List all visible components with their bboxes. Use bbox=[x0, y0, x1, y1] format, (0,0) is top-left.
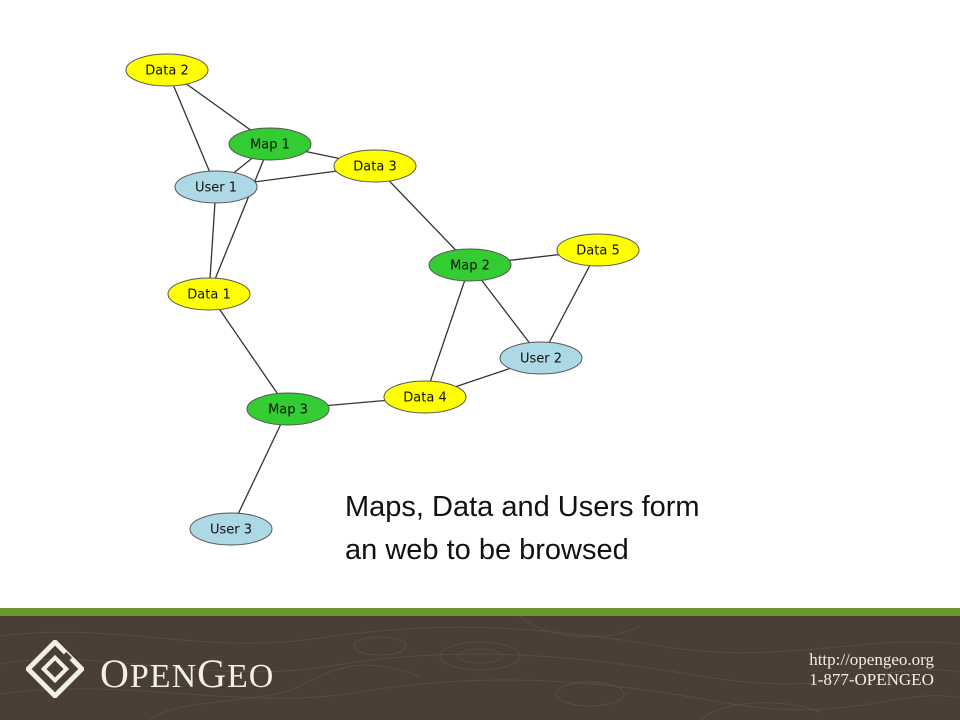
node-user2: User 2 bbox=[499, 341, 583, 375]
node-data1: Data 1 bbox=[167, 277, 251, 311]
node-map2: Map 2 bbox=[428, 248, 512, 282]
brand-letter-g: G bbox=[197, 651, 228, 696]
slide-caption: Maps, Data and Users form an web to be b… bbox=[345, 486, 785, 572]
node-user3-label: User 3 bbox=[210, 523, 252, 538]
node-data4: Data 4 bbox=[383, 380, 467, 414]
node-user1-label: User 1 bbox=[195, 181, 237, 196]
node-user3-shape bbox=[189, 512, 273, 546]
node-user1: User 1 bbox=[174, 170, 258, 204]
node-map1: Map 1 bbox=[228, 127, 312, 161]
brand-letters-eo: EO bbox=[227, 658, 275, 695]
node-user2-shape bbox=[499, 341, 583, 375]
node-data1-label: Data 1 bbox=[187, 288, 230, 303]
node-data3-label: Data 3 bbox=[353, 160, 396, 175]
edge-data5-user2 bbox=[540, 249, 599, 359]
node-map2-shape bbox=[428, 248, 512, 282]
node-user2-label: User 2 bbox=[520, 352, 562, 367]
node-user1-shape bbox=[174, 170, 258, 204]
brand-letter-o: O bbox=[100, 651, 130, 696]
node-map1-shape bbox=[228, 127, 312, 161]
node-data4-shape bbox=[383, 380, 467, 414]
caption-line-2: an web to be browsed bbox=[345, 534, 629, 566]
edge-user1-data1 bbox=[208, 186, 217, 295]
topographic-texture bbox=[0, 616, 960, 720]
node-data2: Data 2 bbox=[125, 53, 209, 87]
edge-data2-user1 bbox=[166, 69, 217, 188]
diagram-nodes: Data 2 Map 1 Data 3 User 1 Data 1 Map 2 Data 5… bbox=[125, 53, 640, 546]
network-diagram: Data 2 Map 1 Data 3 User 1 Data 1 Map 2 Data 5… bbox=[125, 53, 640, 546]
edge-data3-map2 bbox=[374, 165, 471, 266]
node-map3-shape bbox=[246, 392, 330, 426]
opengeo-wordmark: OPENGEO bbox=[100, 650, 274, 697]
node-user3: User 3 bbox=[189, 512, 273, 546]
footer-stripe bbox=[0, 608, 960, 616]
node-data1-shape bbox=[167, 277, 251, 311]
contact-url: http://opengeo.org bbox=[809, 650, 934, 669]
node-data5-label: Data 5 bbox=[576, 244, 619, 259]
edge-map3-user3 bbox=[230, 408, 289, 530]
node-data4-label: Data 4 bbox=[403, 391, 446, 406]
opengeo-diamond-logo-icon bbox=[26, 640, 84, 698]
node-data2-shape bbox=[125, 53, 209, 87]
node-data2-label: Data 2 bbox=[145, 64, 188, 79]
edge-map1-data1 bbox=[208, 143, 271, 295]
node-data3: Data 3 bbox=[333, 149, 417, 183]
node-map3: Map 3 bbox=[246, 392, 330, 426]
node-data3-shape bbox=[333, 149, 417, 183]
caption-line-1: Maps, Data and Users form bbox=[345, 491, 700, 523]
node-map3-label: Map 3 bbox=[268, 403, 308, 418]
node-data5: Data 5 bbox=[556, 233, 640, 267]
node-data5-shape bbox=[556, 233, 640, 267]
brand-letters-pen: PEN bbox=[129, 658, 198, 695]
footer-bar: OPENGEO http://opengeo.org 1-877-OPENGEO bbox=[0, 616, 960, 720]
contact-phone: 1-877-OPENGEO bbox=[809, 670, 934, 689]
node-map2-label: Map 2 bbox=[450, 259, 490, 274]
edge-data1-map3 bbox=[208, 293, 289, 410]
edge-map2-data4 bbox=[424, 264, 471, 398]
contact-info: http://opengeo.org 1-877-OPENGEO bbox=[809, 650, 934, 690]
node-map1-label: Map 1 bbox=[250, 138, 290, 153]
